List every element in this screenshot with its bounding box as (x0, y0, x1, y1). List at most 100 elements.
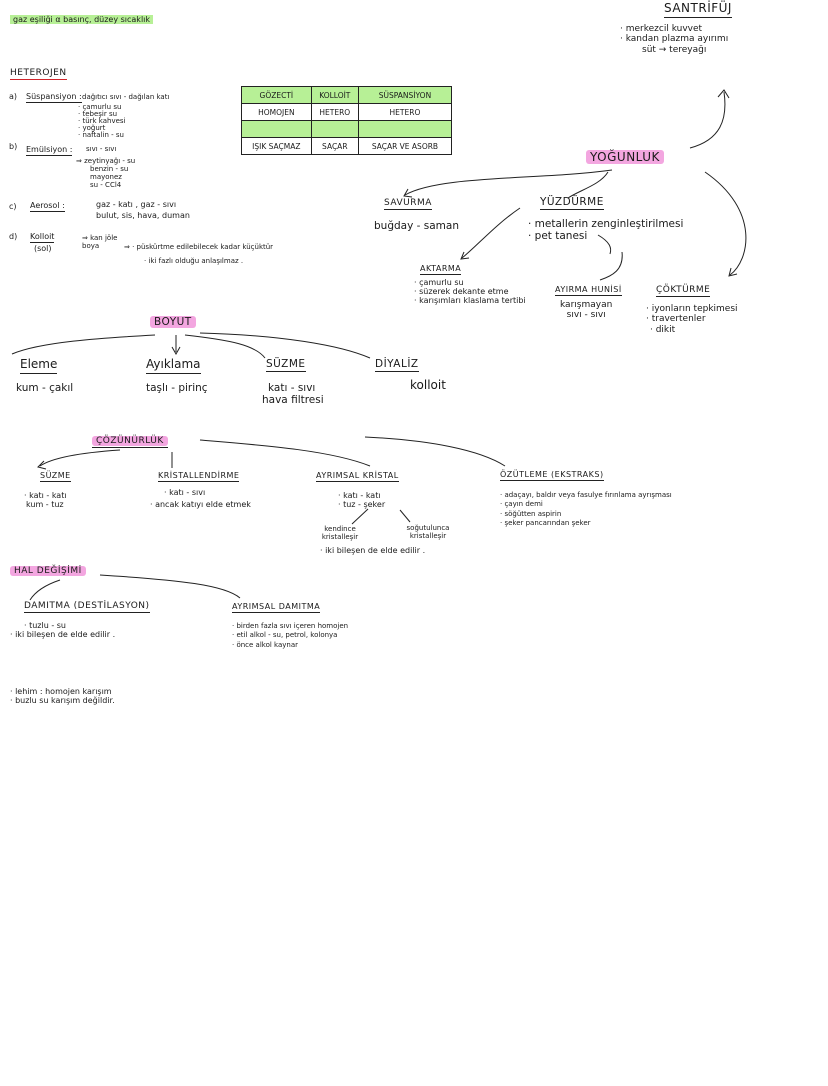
table-header-row: GÖZECTİ KOLLOİT SÜSPANSİYON (241, 86, 453, 104)
damitma-line-2: · iki bileşen de elde edilir . (10, 630, 116, 640)
het-text-b: sıvı - sıvı (86, 145, 117, 153)
arrow-to-yuzdurme (567, 171, 609, 199)
coz-krist-list: · katı - sıvı · ancak katıyı elde etmek (150, 488, 251, 509)
het-sub-b-1: ⇒ zeytinyağı - su (76, 157, 136, 165)
boyut-arrowhead-mid (171, 346, 181, 356)
yogunluk-title: YOĞUNLUK (586, 150, 664, 165)
coz-line-ozutleme (364, 436, 506, 467)
boyut-ayiklama-text: taşlı - pirinç (146, 382, 208, 394)
boyut-eleme-title: Eleme (20, 357, 58, 374)
het-sub-b-3: mayonez (90, 173, 122, 182)
coz-ozutleme-title: ÖZÜTLEME (EKSTRAKS) (500, 470, 604, 482)
boyut-title: BOYUT (150, 316, 196, 328)
coz-suzme-title: SÜZME (40, 471, 71, 483)
boyut-suzme-list: katı - sıvı hava filtresi (262, 382, 324, 406)
aktarma-line-2: · süzerek dekante etme (414, 287, 509, 297)
coz-krist-title: KRİSTALLENDİRME (158, 471, 240, 483)
coz-ayrimsal-bottom: · iki bileşen de elde edilir . (320, 546, 426, 555)
footer-notes: · lehim : homojen karışım · buzlu su kar… (10, 687, 115, 705)
hal-line-left (29, 579, 61, 601)
cozunurluk-title: ÇÖZÜNÜRLÜK (92, 436, 168, 449)
table-cell: HETERO (310, 103, 359, 121)
damitma-list: · tuzlu - su · iki bileşen de elde edili… (10, 621, 115, 639)
coz-ozutleme-list: · adaçayı, baldır veya fasulye fırınlama… (500, 491, 672, 529)
ayrimsal-damitma-title: AYRIMSAL DAMITMA (232, 602, 321, 614)
ayrimsal-damitma-line-2: · etil alkol - su, petrol, kolonya (232, 631, 338, 640)
coz-krist-line-2: · ancak katıyı elde etmek (150, 500, 251, 510)
coz-ayrimsal-list: · katı - katı · tuz - şeker (338, 491, 385, 509)
table-cell: SAÇAR VE ASORB (357, 137, 453, 155)
arrow-to-santrifuj (689, 91, 726, 149)
boyut-title-text: BOYUT (150, 316, 196, 328)
arrow-to-savurma (404, 169, 613, 196)
coktarme-title: ÇÖKTÜRME (656, 285, 711, 298)
krist-arrow-left (351, 508, 369, 525)
damitma-title: DAMITMA (DESTİLASYON) (24, 601, 150, 614)
heterojen-title: HETEROJEN (10, 68, 67, 81)
het-sub-b: ⇒ zeytinyağı - su benzin - su mayonez su… (76, 157, 135, 189)
top-scribble: gaz eşiliği α basınç, düzey sıcaklık (10, 15, 154, 24)
coktarme-line-2: · travertenler (646, 314, 706, 325)
ayirma-hunisi-line-2: sıvı - sıvı (566, 310, 606, 321)
table-cell (357, 120, 453, 138)
santrifuj-title: SANTRİFÜJ (664, 1, 732, 18)
table-cell: HOMOJEN (241, 103, 312, 121)
coz-line-suzme (39, 449, 121, 467)
arrowhead-santrifuj (717, 89, 730, 99)
table-cell: IŞIK SAÇMAZ (241, 137, 312, 155)
top-scribble-text: gaz eşiliği α basınç, düzey sıcaklık (10, 15, 154, 24)
santrifuj-line-1: · merkezcil kuvvet (620, 24, 703, 34)
het-label2-d: (sol) (34, 244, 52, 253)
yuzdurme-list: · metallerin zenginleştirilmesi · pet ta… (528, 218, 683, 242)
het-sub-a-2: · tebeşir su (78, 110, 118, 118)
hal-title: HAL DEĞİŞİMİ (10, 566, 86, 576)
savurma-title: SAVURMA (384, 198, 432, 211)
aktarma-title: AKTARMA (420, 264, 462, 276)
arrowhead-coktarme (728, 267, 738, 277)
het-text-a: dağıtıcı sıvı - dağılan katı (82, 93, 170, 101)
arrowhead-aktarma (460, 251, 470, 260)
boyut-diyaliz-title: DİYALİZ (375, 358, 419, 373)
santrifuj-line-3: süt → tereyağı (642, 44, 707, 55)
coz-ozutleme-line-2: · çayın demi (500, 500, 543, 509)
het-label-a: Süspansiyon : (26, 92, 82, 104)
het-sub-c: bulut, sis, hava, duman (96, 211, 190, 220)
het-marker-a: a) (9, 92, 18, 101)
ayrimsal-damitma-line-3: · önce alkol kaynar (232, 640, 299, 649)
boyut-eleme-text: kum - çakıl (16, 382, 74, 394)
het-sub-a-4: · yoğurt (78, 124, 106, 132)
coz-suzme-line-1: · katı - katı (24, 491, 67, 500)
het-text-c: gaz - katı , gaz - sıvı (96, 200, 177, 209)
boyut-diyaliz-text: kolloit (410, 378, 446, 392)
coz-krist-line-1: · katı - sıvı (164, 488, 206, 497)
aktarma-list: · çamurlu su · süzerek dekante etme · ka… (414, 278, 526, 306)
table-header-cell: SÜSPANSİYON (357, 86, 453, 104)
coktarme-line-1: · iyonların tepkimesi (646, 304, 738, 314)
het-marker-d: d) (9, 232, 18, 241)
het-label-c: Aerosol : (30, 201, 65, 213)
coz-ozutleme-line-1: · adaçayı, baldır veya fasulye fırınlama… (500, 491, 672, 499)
het-sub-b-2: benzin - su (90, 165, 129, 174)
aktarma-line-3: · karışımları klaslama tertibi (414, 296, 526, 306)
coz-ayrimsal-right: soğutulunca kristalleşir (406, 524, 450, 541)
footer-line-2: · buzlu su karışım değildir. (10, 696, 115, 706)
het-sub-a: · çamurlu su · tebeşir su · türk kahvesi… (78, 104, 126, 139)
coz-ozutleme-line-3: · söğütten aspirin (500, 509, 562, 518)
ayrimsal-damitma-list: · birden fazla sıvı içeren homojen · eti… (232, 622, 348, 650)
krist-arrow-right (399, 509, 411, 523)
yuzdurme-line-1: · metallerin zenginleştirilmesi (528, 218, 684, 230)
het-label-d: Kolloit (30, 232, 55, 244)
coktarme-list: · iyonların tepkimesi · travertenler · d… (646, 304, 738, 335)
coktarme-line-3: · dikit (650, 324, 676, 335)
ayrimsal-damitma-line-1: · birden fazla sıvı içeren homojen (232, 622, 349, 630)
het-sub-d-2: · iki fazlı olduğu anlaşılmaz . (144, 257, 244, 266)
table-cell: HETERO (357, 103, 453, 121)
hal-line-right (99, 574, 241, 599)
ayirma-hunisi-list: karışmayan sıvı - sıvı (560, 300, 612, 321)
het-text-d: ⇒ kan jöle boya (82, 234, 118, 251)
het-sub-d: ⇒ · püskürtme edilebilecek kadar küçüktü… (124, 243, 273, 265)
table-row (241, 120, 453, 138)
arrow-to-ayirma (599, 251, 623, 281)
het-sub-a-5: · naftalin - su (78, 131, 124, 139)
savurma-text: buğday - saman (374, 220, 459, 232)
